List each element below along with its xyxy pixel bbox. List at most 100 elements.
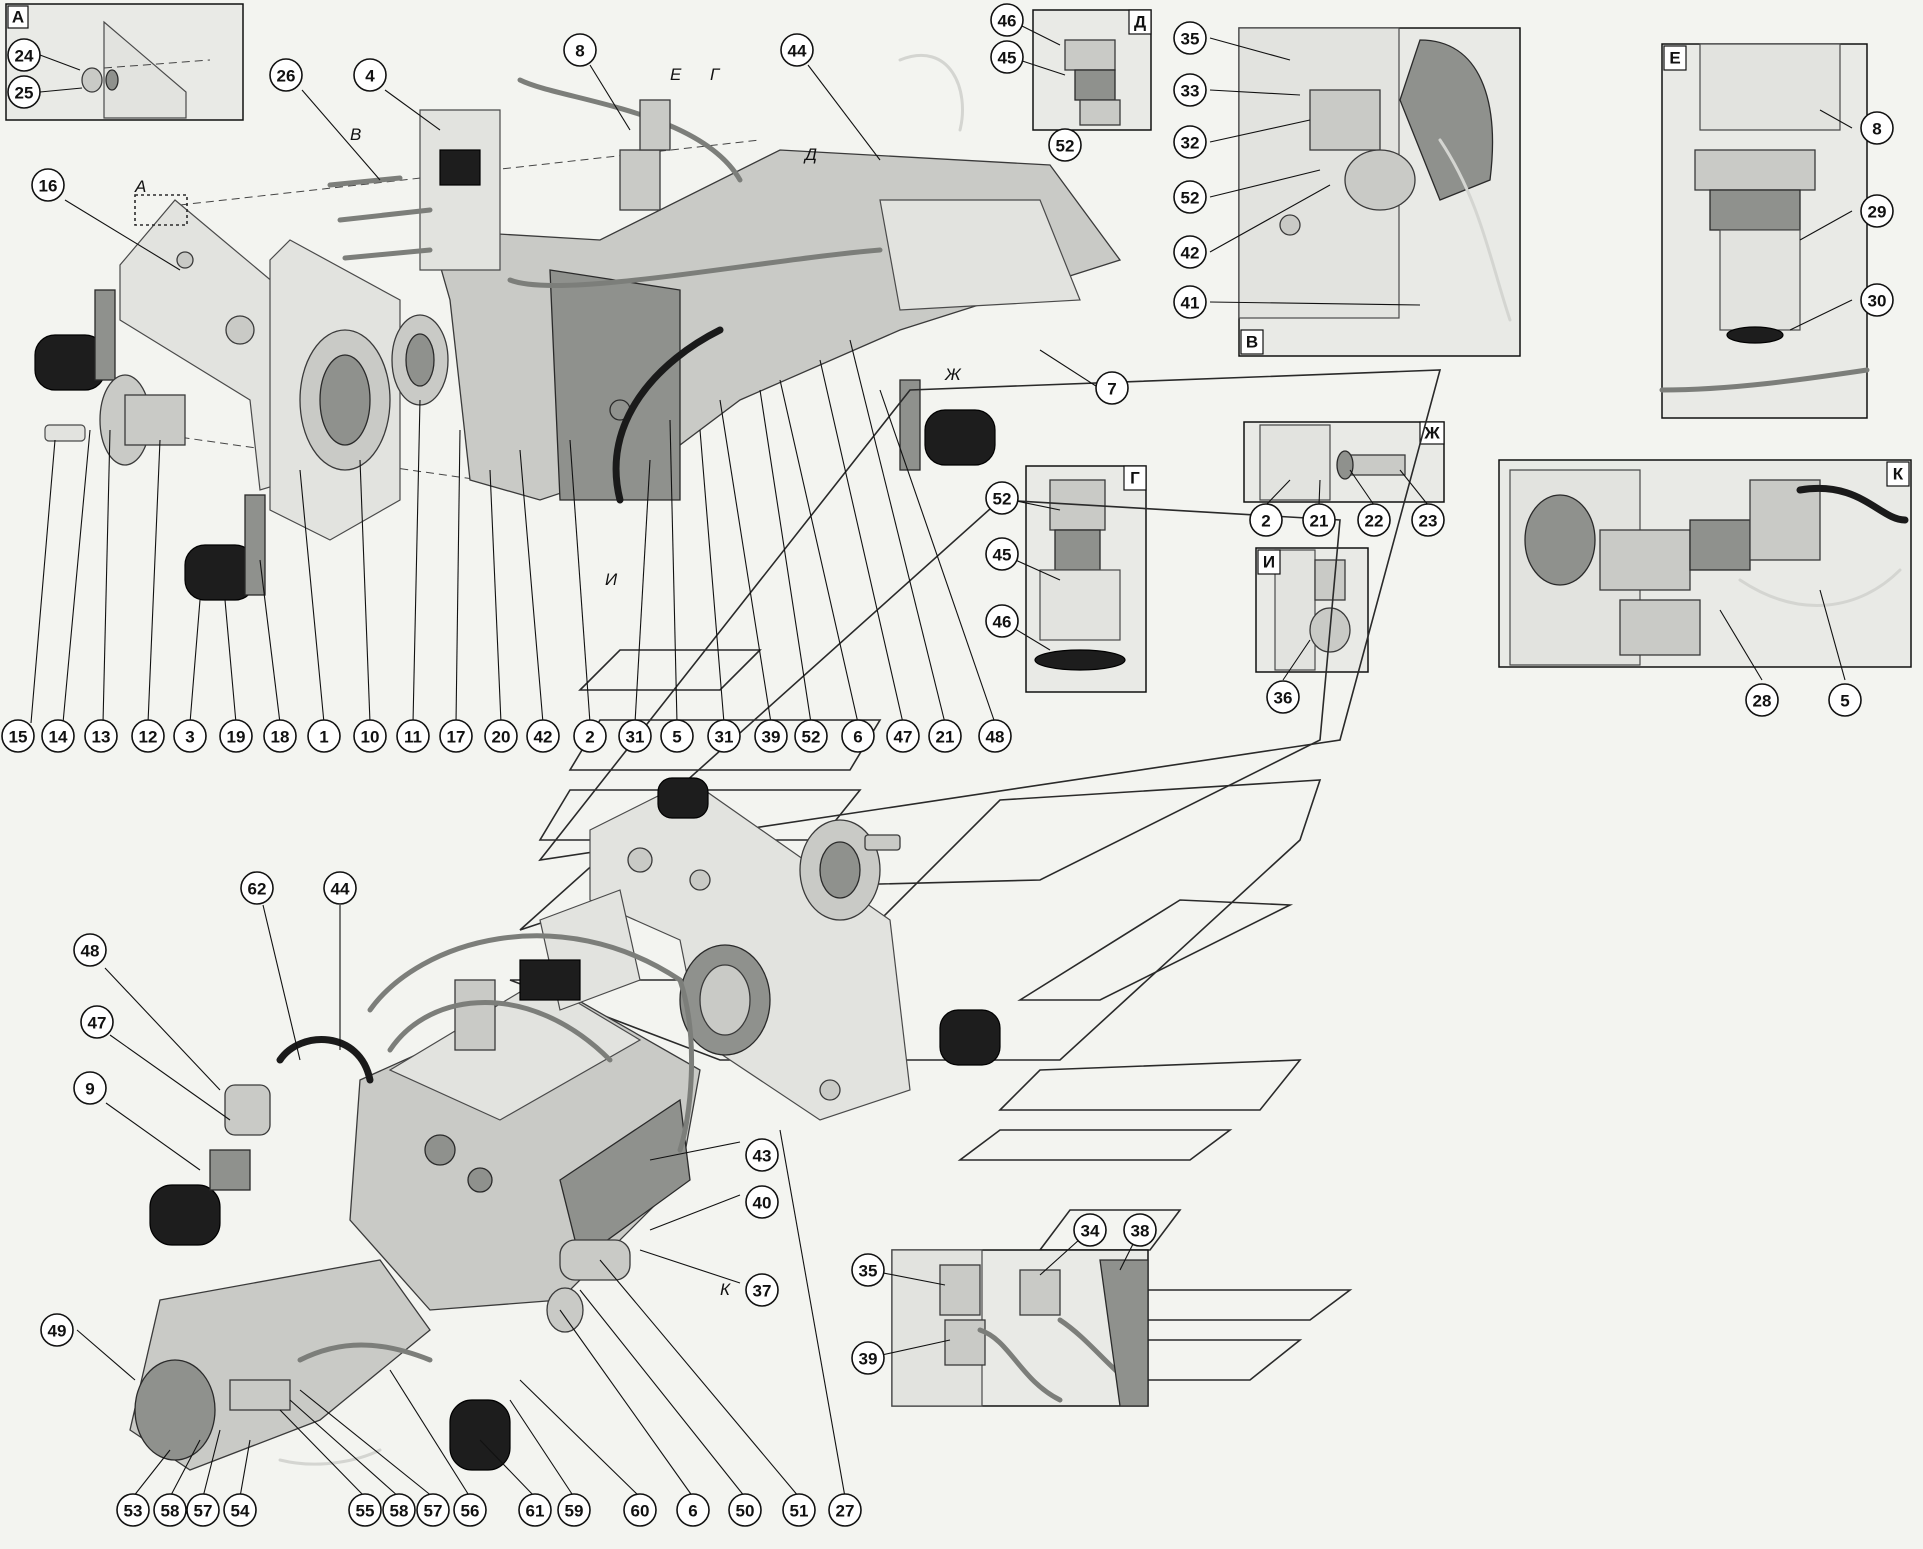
callout-number: 30 — [1868, 292, 1887, 311]
callout-circle — [131, 719, 165, 753]
callout-number: 20 — [492, 728, 511, 747]
inset-v: В — [1238, 27, 1521, 357]
callout-c15: 15 — [1, 719, 35, 753]
callout-number: 49 — [48, 1322, 67, 1341]
view-a-frame — [134, 194, 188, 226]
callout-circle — [263, 719, 297, 753]
callout-number: 31 — [715, 728, 734, 747]
callout-number: 39 — [859, 1350, 878, 1369]
callout-g52: 52 — [985, 481, 1019, 515]
callout-circle — [623, 1493, 657, 1527]
callout-c52a: 52 — [794, 719, 828, 753]
callout-circle — [1123, 1213, 1157, 1247]
callout-number: 52 — [1056, 137, 1075, 156]
callout-circle — [223, 1493, 257, 1527]
callout-circle — [1828, 683, 1862, 717]
inset-e: Е — [1659, 43, 1870, 419]
callout-number: 44 — [331, 880, 350, 899]
callout-number: 48 — [986, 728, 1005, 747]
callout-c11: 11 — [396, 719, 430, 753]
callout-circle — [116, 1493, 150, 1527]
callout-circle — [73, 1071, 107, 1105]
callout-circle — [84, 719, 118, 753]
callout-b57a: 57 — [186, 1493, 220, 1527]
callout-number: 36 — [1274, 689, 1293, 708]
callout-circle — [1357, 503, 1391, 537]
callout-number: 39 — [762, 728, 781, 747]
callout-number: 33 — [1181, 82, 1200, 101]
callout-b37: 37 — [745, 1273, 779, 1307]
callout-circle — [31, 168, 65, 202]
callout-circle — [1266, 680, 1300, 714]
callout-number: 52 — [1181, 189, 1200, 208]
callout-b56: 56 — [453, 1493, 487, 1527]
callout-number: 23 — [1419, 512, 1438, 531]
callout-number: 31 — [626, 728, 645, 747]
inset-a-label: А — [12, 8, 24, 27]
inset-g: Г — [1025, 465, 1147, 693]
callout-number: 43 — [753, 1147, 772, 1166]
callout-c21a: 21 — [928, 719, 962, 753]
inset-k: К — [1498, 459, 1912, 668]
view-mark-e: Е — [670, 65, 682, 84]
callout-i36: 36 — [1266, 680, 1300, 714]
callout-number: 57 — [194, 1502, 213, 1521]
mount-lower — [184, 494, 266, 601]
callout-number: 55 — [356, 1502, 375, 1521]
callout-d52: 52 — [1048, 128, 1082, 162]
callout-number: 27 — [836, 1502, 855, 1521]
callout-number: 52 — [802, 728, 821, 747]
callout-circle — [1302, 503, 1336, 537]
callout-number: 17 — [447, 728, 466, 747]
callout-circle — [660, 719, 694, 753]
callout-zh2: 2 — [1249, 503, 1283, 537]
callout-number: 44 — [788, 42, 807, 61]
callout-v32: 32 — [1173, 125, 1207, 159]
callout-circle — [1048, 128, 1082, 162]
callout-circle — [73, 933, 107, 967]
callout-zh23: 23 — [1411, 503, 1445, 537]
inset-v-label: В — [1246, 333, 1258, 352]
callout-circle — [453, 1493, 487, 1527]
view-mark-d: Д — [803, 145, 817, 164]
callout-circle — [1173, 73, 1207, 107]
callout-circle — [676, 1493, 710, 1527]
callout-circle — [1860, 194, 1894, 228]
callout-b61: 61 — [518, 1493, 552, 1527]
callout-number: 10 — [361, 728, 380, 747]
callout-circle — [439, 719, 473, 753]
callout-circle — [928, 719, 962, 753]
inset-g-label: Г — [1130, 469, 1140, 488]
callout-number: 50 — [736, 1502, 755, 1521]
callout-number: 47 — [88, 1014, 107, 1033]
inset-zh-label: Ж — [1423, 424, 1440, 443]
callout-c3: 3 — [173, 719, 207, 753]
callout-b58b: 58 — [382, 1493, 416, 1527]
callout-number: 46 — [998, 12, 1017, 31]
callout-c5a: 5 — [660, 719, 694, 753]
leader-lines — [30, 19, 1853, 1498]
callout-circle — [563, 33, 597, 67]
callout-number: 3 — [185, 728, 194, 747]
callout-d46: 46 — [990, 3, 1024, 37]
callout-b47: 47 — [80, 1005, 114, 1039]
callout-circle — [80, 1005, 114, 1039]
callout-c17: 17 — [439, 719, 473, 753]
callout-number: 52 — [993, 490, 1012, 509]
callout-x39: 39 — [851, 1341, 885, 1375]
callout-circle — [985, 537, 1019, 571]
callout-number: 26 — [277, 67, 296, 86]
callout-number: 4 — [365, 67, 375, 86]
callout-number: 13 — [92, 728, 111, 747]
callout-number: 35 — [1181, 30, 1200, 49]
callout-circle — [1860, 283, 1894, 317]
callout-b49: 49 — [40, 1313, 74, 1347]
callout-g46: 46 — [985, 604, 1019, 638]
callout-c12: 12 — [131, 719, 165, 753]
callout-number: 25 — [15, 84, 34, 103]
callout-number: 58 — [390, 1502, 409, 1521]
callout-number: 2 — [585, 728, 594, 747]
callout-c1: 1 — [307, 719, 341, 753]
callout-circle — [990, 40, 1024, 74]
callout-number: 38 — [1131, 1222, 1150, 1241]
